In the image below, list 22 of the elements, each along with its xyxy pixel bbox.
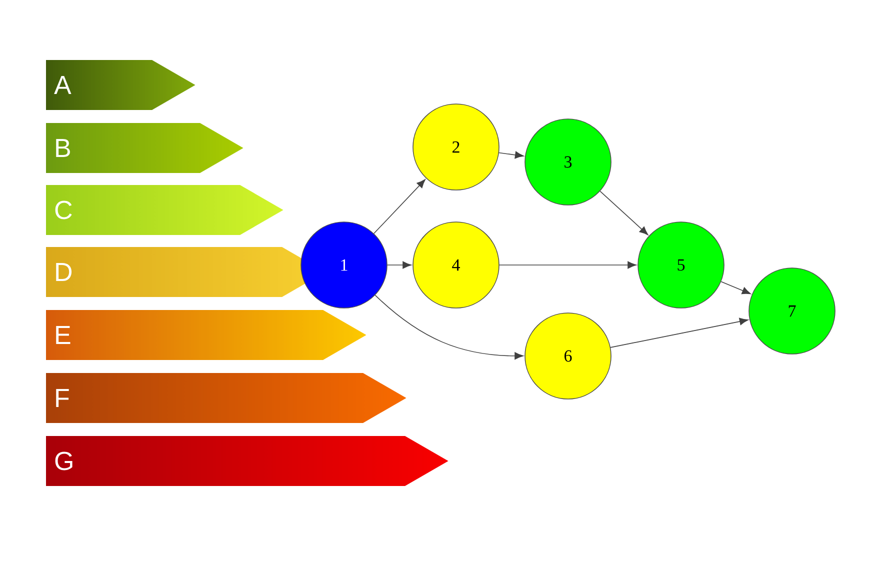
graph-node: 7 xyxy=(748,268,836,354)
graph-node: 5 xyxy=(638,222,724,308)
arrow xyxy=(373,179,426,234)
rating-arrow: G xyxy=(55,452,72,470)
rating-arrow: B xyxy=(56,139,70,157)
graph-node: 6 xyxy=(524,312,612,400)
arrow xyxy=(387,261,412,269)
arrow xyxy=(720,281,751,294)
rating-arrow: A xyxy=(54,76,72,94)
graph-node: 1 xyxy=(300,222,388,308)
arrow xyxy=(610,318,748,348)
graph-node: 2 xyxy=(412,104,500,190)
arrow xyxy=(600,190,648,236)
rating-arrow: E xyxy=(56,326,70,344)
graph-node: 4 xyxy=(412,222,500,308)
arrow xyxy=(374,294,524,360)
rating-arrow: D xyxy=(56,263,72,281)
arrow xyxy=(498,151,524,159)
arrow xyxy=(499,261,636,269)
rating-arrow: C xyxy=(55,200,72,220)
rating-arrow: F xyxy=(56,389,69,407)
graph-node: 3 xyxy=(524,118,612,206)
